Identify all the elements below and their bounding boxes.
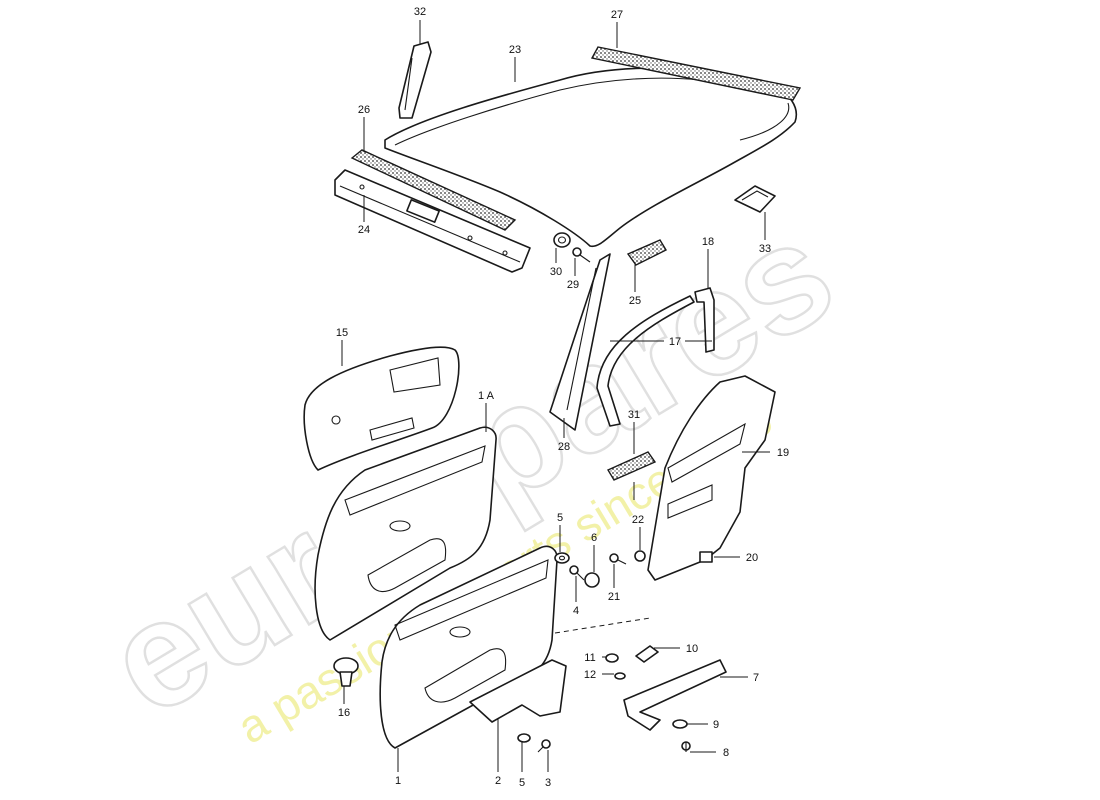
callout-15: 15 <box>336 327 348 339</box>
part-23-headliner <box>384 67 797 248</box>
part-32-pillar-trim <box>398 41 432 119</box>
part-22-grommet <box>634 550 646 562</box>
part-31-handle <box>606 451 657 481</box>
callout-3: 3 <box>545 777 551 789</box>
part-33-holder <box>734 185 776 213</box>
callout-7: 7 <box>753 672 759 684</box>
callout-1A: 1 A <box>478 390 495 402</box>
callout-31: 31 <box>628 409 640 421</box>
part-6-clip <box>584 572 600 588</box>
part-27-seal-strip <box>590 46 802 101</box>
callout-33: 33 <box>759 243 771 255</box>
callout-23: 23 <box>509 44 521 56</box>
part-7-sill-trim <box>623 659 727 731</box>
callout-18: 18 <box>702 236 714 248</box>
part-1A-door-panel <box>314 426 497 641</box>
part-24-roof-frame <box>334 169 531 273</box>
callout-24: 24 <box>358 224 370 236</box>
callout-28: 28 <box>558 441 570 453</box>
part-28-pillar-strip <box>549 253 611 431</box>
part-18-seal-end <box>694 287 715 353</box>
part-20-clip <box>699 551 713 563</box>
callout-2: 2 <box>495 775 501 787</box>
part-2-armrest <box>469 659 567 723</box>
part-16-clip <box>333 657 359 687</box>
callout-25: 25 <box>629 295 641 307</box>
leader-lines <box>341 20 770 772</box>
part-17-seal <box>596 295 695 427</box>
callout-27: 27 <box>611 9 623 21</box>
callout-32: 32 <box>414 6 426 18</box>
part-30-grommet <box>553 232 571 248</box>
part-4-screw <box>569 565 585 581</box>
part-9-washer <box>672 719 688 729</box>
callout-10: 10 <box>686 643 698 655</box>
callout-17: 17 <box>669 336 681 348</box>
callouts: 32 27 23 26 24 30 29 25 18 33 17 15 1 A … <box>336 6 789 789</box>
part-15-door-glass <box>303 346 460 471</box>
part-11-nut <box>605 653 619 663</box>
part-29-screw <box>572 247 591 263</box>
callout-5-lower: 5 <box>519 777 525 789</box>
callout-6: 6 <box>591 532 597 544</box>
callout-30: 30 <box>550 266 562 278</box>
guide-line <box>554 617 651 634</box>
callout-1: 1 <box>395 775 401 787</box>
callout-26: 26 <box>358 104 370 116</box>
callout-9: 9 <box>713 719 719 731</box>
part-10-bracket <box>635 645 659 663</box>
part-26-seal-strip <box>350 149 517 231</box>
part-1-door-panel <box>379 545 558 749</box>
part-21-screw <box>609 553 627 565</box>
callout-11: 11 <box>584 652 595 664</box>
part-5-washer-lower <box>517 733 531 743</box>
part-5-washer-upper <box>554 552 570 564</box>
callout-19: 19 <box>777 447 789 459</box>
callout-20: 20 <box>746 552 758 564</box>
callout-5-upper: 5 <box>557 512 563 524</box>
callout-22: 22 <box>632 514 644 526</box>
callout-8: 8 <box>723 747 729 759</box>
callout-12: 12 <box>584 669 596 681</box>
part-3-screw <box>537 739 551 753</box>
part-25-clip <box>626 239 667 266</box>
callout-29: 29 <box>567 279 579 291</box>
part-8-screw <box>681 741 691 752</box>
callout-4: 4 <box>573 605 579 617</box>
callout-21: 21 <box>608 591 620 603</box>
part-12-clip <box>614 672 626 680</box>
callout-16: 16 <box>338 707 350 719</box>
